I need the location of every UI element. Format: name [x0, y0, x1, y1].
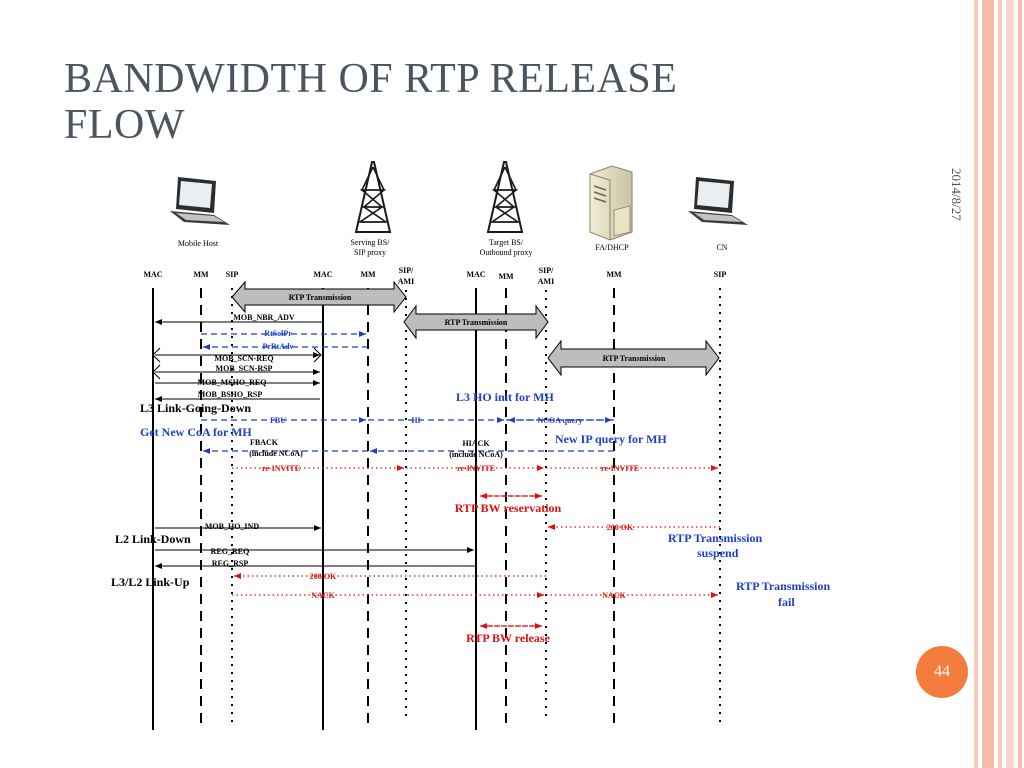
column-header: MM — [360, 270, 376, 279]
column-header: MAC — [313, 270, 332, 279]
message-label: MOB_NBR_ADV — [233, 313, 295, 322]
entity-label: FA/DHCP — [595, 243, 629, 252]
event-label: L2 Link-Down — [115, 532, 191, 546]
tower-icon — [486, 161, 524, 233]
message-label: re-INVITE — [262, 464, 300, 473]
entity-label: CN — [716, 243, 727, 252]
event-label: L3 Link-Going-Down — [140, 401, 251, 415]
message-label: MOB_BSHO_RSP — [198, 390, 263, 399]
message-label: re-INVITE — [457, 464, 495, 473]
laptop-icon — [170, 177, 230, 225]
column-header: SIP/ — [539, 266, 554, 275]
event-label: RTP Transmission — [668, 531, 762, 545]
column-header: MM — [498, 272, 514, 281]
rtp-transmission-label: RTP Transmission — [603, 354, 666, 363]
message-label: (include NCoA) — [449, 450, 503, 459]
column-header: SIP — [714, 270, 727, 279]
column-header: MAC — [143, 270, 162, 279]
message-label: (include NCoA) — [249, 449, 303, 458]
message-label: MOB_SCN-RSP — [216, 364, 273, 373]
event-label: suspend — [697, 546, 739, 560]
title-line-1: BANDWIDTH OF RTP RELEASE — [64, 56, 678, 102]
message-label: RtSolPr — [264, 329, 292, 338]
page-number-badge: 44 — [916, 646, 968, 698]
message-label: MOB_SCN-REQ — [214, 354, 273, 363]
message-label: NCOA query — [537, 416, 582, 425]
message-label: PrRtAdv — [262, 342, 293, 351]
laptop-icon — [688, 177, 748, 225]
rtp-transmission-arrow — [547, 339, 720, 377]
event-label: L3/L2 Link-Up — [111, 575, 190, 589]
entity-label: Target BS/ — [489, 238, 524, 247]
message-label: re-INVITE — [601, 464, 639, 473]
rtp-transmission-label: RTP Transmission — [445, 318, 508, 327]
message-label: 200 OK — [607, 523, 634, 532]
entity-label: Serving BS/ — [351, 238, 391, 247]
entity-label: SIP proxy — [354, 248, 386, 257]
message-label: REG_RSP — [212, 559, 249, 568]
entity-label: Mobile Host — [178, 239, 219, 248]
message-label: HIACK — [462, 439, 490, 448]
event-label: RTP BW release — [466, 631, 550, 645]
tower-icon — [354, 161, 392, 233]
page-number: 44 — [934, 663, 950, 680]
message-label: MOB_MSHO_REQ — [198, 378, 267, 387]
column-header: MM — [606, 270, 622, 279]
slide-title: BANDWIDTH OF RTP RELEASE FLOW — [64, 56, 864, 148]
event-label: RTP Transmission — [736, 579, 830, 593]
scan-bracket — [152, 347, 322, 380]
column-header: MAC — [466, 270, 485, 279]
message-label: FBACK — [250, 438, 279, 447]
message-label: REG_REQ — [211, 547, 250, 556]
column-header: MM — [193, 270, 209, 279]
message-label: 200 OK — [310, 572, 337, 581]
message-label: NACK — [602, 591, 626, 600]
column-header: SIP/ — [399, 266, 414, 275]
title-line-2: FLOW — [64, 102, 185, 148]
rtp-transmission-arrow — [403, 304, 549, 340]
message-label: HI — [411, 416, 420, 425]
rtp-transmission-label: RTP Transmission — [289, 293, 352, 302]
event-label: New IP query for MH — [555, 432, 667, 446]
event-label: fail — [778, 595, 795, 609]
message-label: FBU — [270, 416, 286, 425]
event-label: Get New CoA for MH — [140, 425, 252, 439]
event-label: RTP BW reservation — [455, 501, 562, 515]
rtp-transmission-arrow — [231, 280, 407, 314]
column-header: AMI — [398, 277, 414, 286]
message-label: MOB_HO_IND — [205, 522, 259, 531]
entity-label: Outbound proxy — [480, 248, 533, 257]
column-header: SIP — [226, 270, 239, 279]
slide-border — [974, 0, 1024, 768]
column-header: AMI — [538, 277, 554, 286]
server-icon — [589, 165, 633, 241]
event-label: L3 HO init for MH — [456, 390, 554, 404]
message-label: NACK — [311, 591, 335, 600]
